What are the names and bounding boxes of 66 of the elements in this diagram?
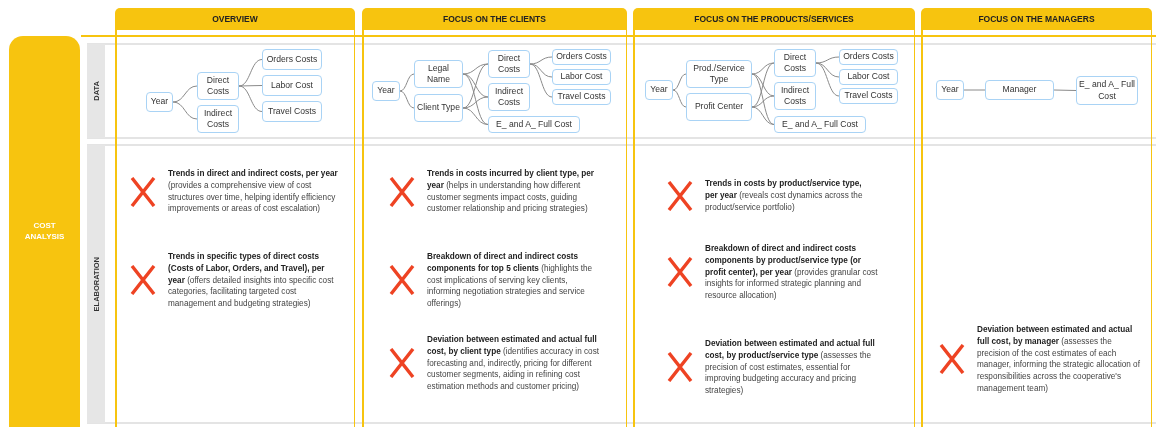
- mindmap-box: Year: [645, 80, 673, 100]
- connector-line: [672, 73, 687, 91]
- mindmap-box: E_ and A_ Full Cost: [1076, 76, 1138, 105]
- mindmap-box: Profit Center: [686, 93, 752, 121]
- description-text: Trends in specific types of direct costs (Costs of Labor, Orders, and Travel), per year (offers detailed insights into specific cost categories, facilitating targeted cost management and budgeting strategies): [168, 251, 335, 310]
- mindmap-box: Indirect Costs: [774, 82, 816, 110]
- mindmap-box: Indirect Costs: [488, 83, 530, 111]
- description-text: Trends in costs by product/service type, per year (reveals cost dynamics across the product/service portfolio): [705, 178, 864, 214]
- connector-line: [529, 63, 553, 98]
- mindmap-box: Travel Costs: [262, 101, 322, 122]
- description-text: Breakdown of direct and indirect costs components for top 5 clients (highlights the cost implications of serving key clients, informing negotiation strategies and service offerings): [427, 251, 594, 310]
- column-header: FOCUS ON THE PRODUCTS/SERVICES: [633, 8, 915, 30]
- connector-line: [1053, 89, 1077, 91]
- mindmap-box: Direct Costs: [488, 50, 530, 78]
- description-text: Deviation between estimated and actual full cost, by manager (assesses the precision of the cost estimates of each manager, informing the strategic allocation of responsibilities across the cooperative's management team): [977, 324, 1141, 395]
- column-header: FOCUS ON THE CLIENTS: [362, 8, 627, 30]
- description-text: Deviation between estimated and actual full cost, by client type (identifies accuracy in cost forecasting and, indirectly, pricing for different customer segments, aiding in refining cost estimation methods and customer pricing): [427, 334, 600, 393]
- mindmap-box: Labor Cost: [552, 69, 611, 85]
- connector-line: [751, 95, 775, 108]
- mindmap-box: Orders Costs: [262, 49, 322, 70]
- mindmap-box: Labor Cost: [839, 69, 898, 85]
- connector-line: [399, 90, 415, 109]
- mindmap-box: Legal Name: [414, 60, 463, 88]
- connector-line: [172, 85, 198, 103]
- connector-line: [462, 63, 489, 75]
- mindmap-box: Labor Cost: [262, 75, 322, 96]
- description-text: Breakdown of direct and indirect costs components by product/service type (or profit center), per year (provides granular cost insights for informed strategic planning and resource allocation): [705, 243, 879, 302]
- connector-line: [399, 73, 415, 92]
- connector-line: [672, 89, 687, 108]
- connector-line: [238, 85, 263, 112]
- description-text: Deviation between estimated and actual full cost, by product/service type (assesses the precision of cost estimates, essential for improving budgeting accuracy and pricing strategies): [705, 338, 876, 397]
- mindmap-box: Client Type: [414, 94, 463, 122]
- connector-line: [751, 62, 775, 108]
- mindmap-box: E_ and A_ Full Cost: [488, 116, 580, 133]
- mindmap-box: Travel Costs: [839, 88, 898, 104]
- connector-line: [462, 73, 489, 125]
- connector-line: [238, 85, 263, 87]
- mindmap-box: Direct Costs: [197, 72, 239, 100]
- mindmap-box: Prod./Service Type: [686, 60, 752, 88]
- row-band: COST ANALYSIS: [9, 36, 80, 427]
- connector-line: [462, 63, 489, 109]
- description-text: Trends in direct and indirect costs, per year (provides a comprehensive view of cost structures over time, helping identify efficiency improvements or areas of cost escalation): [168, 168, 339, 216]
- mindmap-box: Year: [936, 80, 964, 100]
- connector-line: [529, 56, 553, 65]
- mindmap-box: Year: [372, 81, 400, 101]
- mindmap-box: Orders Costs: [839, 49, 898, 65]
- mindmap-box: Travel Costs: [552, 89, 611, 105]
- connector-line: [815, 56, 840, 64]
- mindmap-box: E_ and A_ Full Cost: [774, 116, 866, 133]
- mindmap-box: Indirect Costs: [197, 105, 239, 133]
- mindmap-box: Orders Costs: [552, 49, 611, 65]
- row-label-strip: [87, 44, 105, 138]
- connector-line: [963, 89, 986, 91]
- connector-line: [172, 101, 198, 120]
- mindmap-box: Manager: [985, 80, 1054, 100]
- description-text: Trends in costs incurred by client type, per year (helps in understanding how different customer segments impact costs, guiding customer relationship and pricing strategies): [427, 168, 595, 216]
- mindmap-box: Direct Costs: [774, 49, 816, 77]
- mindmap-box: Year: [146, 92, 173, 112]
- row-label-strip: [87, 145, 105, 423]
- column-header: FOCUS ON THE MANAGERS: [921, 8, 1152, 30]
- connector-line: [462, 107, 489, 125]
- connector-line: [815, 62, 840, 97]
- column-header: OVERVIEW: [115, 8, 355, 30]
- connector-line: [751, 106, 775, 125]
- connector-line: [751, 73, 775, 125]
- connector-line: [462, 96, 489, 109]
